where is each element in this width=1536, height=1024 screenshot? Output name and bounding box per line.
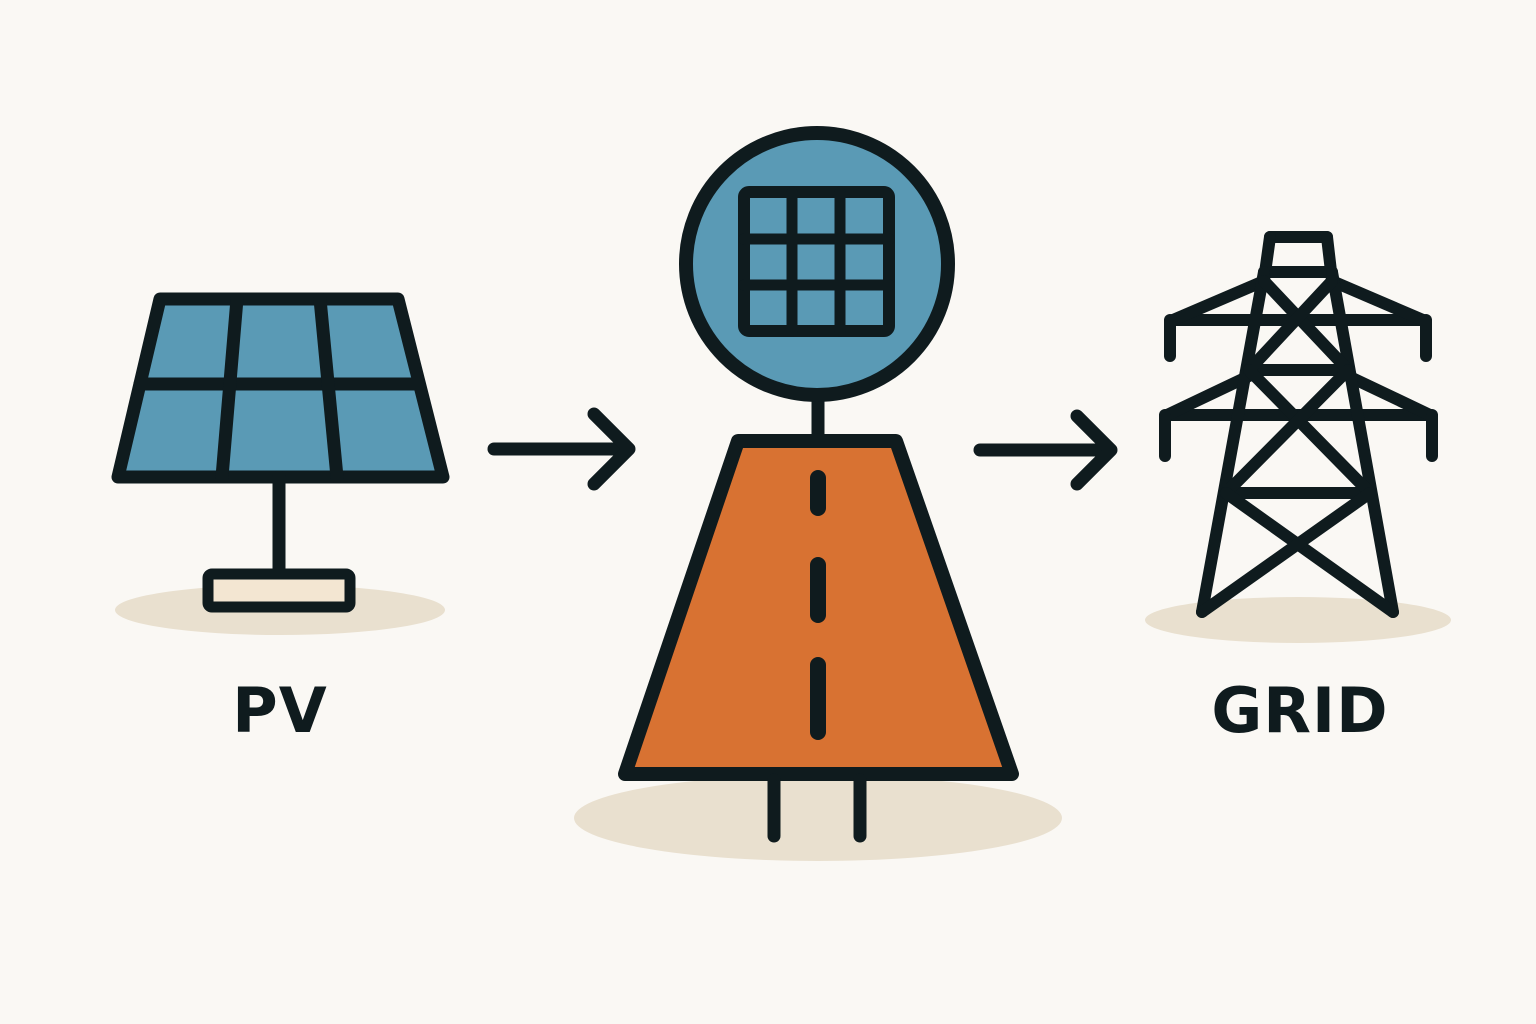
arrow-right-icon	[973, 409, 1118, 491]
inverter-ground-shadow	[574, 775, 1062, 861]
solar-panel-icon	[111, 292, 450, 613]
grid-ground-shadow	[1145, 597, 1451, 643]
transmission-tower-icon	[1159, 231, 1438, 618]
arrow-right-icon	[487, 407, 636, 491]
grid-label: GRID	[1211, 674, 1389, 747]
inverter-unit-icon	[618, 126, 1019, 843]
pv-label: PV	[232, 674, 328, 747]
